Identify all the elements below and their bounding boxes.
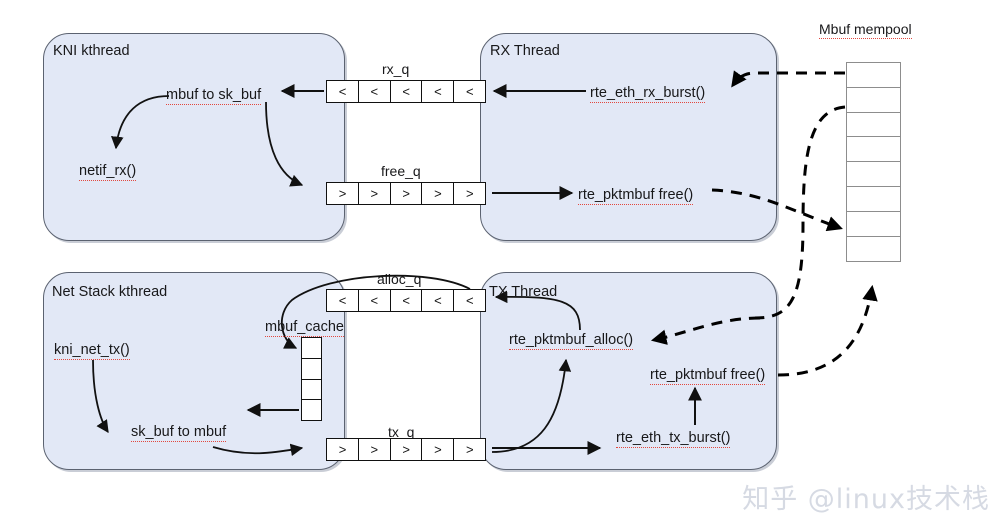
mempool-cell <box>846 186 901 213</box>
queue-cell: < <box>326 80 359 103</box>
title-kni-kthread: KNI kthread <box>53 44 130 59</box>
mbuf-cache-cell <box>301 357 322 380</box>
queue-cell: < <box>421 80 455 103</box>
title-kni-kthread-text: KNI kthread <box>53 43 130 59</box>
node-netif-rx: netif_rx() <box>79 163 137 181</box>
queue-cell: > <box>326 438 359 461</box>
title-rx-thread-text: RX Thread <box>490 43 560 59</box>
queue-label-tx_q: tx_q <box>388 424 415 440</box>
queue-label-rx_q: rx_q <box>382 61 410 77</box>
node-mbuf-to-skbuf: mbuf to sk_buf <box>166 87 262 105</box>
queue-rx_q: < < < < < <box>326 80 487 103</box>
node-rte-eth-tx-burst-text: rte_eth_tx_burst() <box>616 430 731 448</box>
box-kni-kthread <box>43 33 345 241</box>
node-tx-pktmbuf-free-text: rte_pktmbuf free() <box>650 367 766 385</box>
queue-cell: > <box>453 438 487 461</box>
node-netif-rx-text: netif_rx() <box>79 163 137 181</box>
queue-free_q: > > > > > <box>326 182 487 205</box>
node-mbuf-to-skbuf-text: mbuf to sk_buf <box>166 87 262 105</box>
box-rx-thread <box>480 33 777 241</box>
title-rx-thread: RX Thread <box>490 44 560 59</box>
queue-cell: < <box>326 289 359 312</box>
mbuf-mempool <box>846 62 901 262</box>
mempool-title: Mbuf mempool <box>819 21 912 39</box>
node-rte-pktmbuf-alloc-text: rte_pktmbuf_alloc() <box>509 332 634 350</box>
queue-cell: > <box>389 182 423 205</box>
mempool-cell <box>846 62 901 88</box>
title-net-stack-kthread: Net Stack kthread <box>52 285 167 300</box>
queue-tx_q: > > > > > <box>326 438 487 461</box>
queue-cell: > <box>357 438 391 461</box>
node-tx-pktmbuf-free: rte_pktmbuf free() <box>650 367 766 385</box>
title-tx-thread: TX Thread <box>489 285 557 300</box>
queue-cell: > <box>453 182 487 205</box>
node-mbuf-cache-label: mbuf_cache <box>265 319 344 337</box>
watermark: 知乎 @linux技术栈 <box>742 484 990 515</box>
title-net-stack-kthread-text: Net Stack kthread <box>52 284 168 300</box>
node-rte-eth-tx-burst: rte_eth_tx_burst() <box>616 430 731 448</box>
node-rte-pktmbuf-alloc: rte_pktmbuf_alloc() <box>509 332 634 350</box>
node-kni-net-tx: kni_net_tx() <box>54 342 130 360</box>
mempool-cell <box>846 235 901 262</box>
mbuf-cache-cell <box>301 378 322 401</box>
mempool-cell <box>846 111 901 138</box>
queue-cell: > <box>357 182 391 205</box>
mempool-cell <box>846 86 901 113</box>
queue-cell: < <box>357 80 391 103</box>
mempool-cell <box>846 161 901 188</box>
queue-cell: < <box>389 289 423 312</box>
node-rte-eth-rx-burst: rte_eth_rx_burst() <box>590 85 706 103</box>
queue-alloc_q: < < < < < <box>326 289 487 312</box>
queue-cell: > <box>421 182 455 205</box>
queue-cell: < <box>421 289 455 312</box>
queue-label-free_q: free_q <box>381 163 421 179</box>
queue-cell: > <box>326 182 359 205</box>
node-rx-pktmbuf-free: rte_pktmbuf free() <box>578 187 694 205</box>
title-tx-thread-text: TX Thread <box>489 284 558 300</box>
mbuf-cache-cell <box>301 337 322 359</box>
queue-cell: > <box>421 438 455 461</box>
node-mbuf-cache-text: mbuf_cache <box>265 319 344 337</box>
node-skbuf-to-mbuf-text: sk_buf to mbuf <box>131 424 227 442</box>
queue-cell: < <box>453 289 487 312</box>
mbuf-cache-cell <box>301 399 322 422</box>
node-kni-net-tx-text: kni_net_tx() <box>54 342 130 360</box>
node-rte-eth-rx-burst-text: rte_eth_rx_burst() <box>590 85 706 103</box>
queue-label-alloc_q: alloc_q <box>377 271 422 287</box>
arrow-txfree-to-mempool <box>777 284 878 377</box>
queue-cell: < <box>453 80 487 103</box>
queue-cell: < <box>357 289 391 312</box>
queue-cell: > <box>389 438 423 461</box>
mempool-cell <box>846 210 901 237</box>
mbuf-cache-stack <box>301 337 322 422</box>
queue-cell: < <box>389 80 423 103</box>
node-skbuf-to-mbuf: sk_buf to mbuf <box>131 424 227 442</box>
node-rx-pktmbuf-free-text: rte_pktmbuf free() <box>578 187 694 205</box>
mempool-cell <box>846 136 901 163</box>
